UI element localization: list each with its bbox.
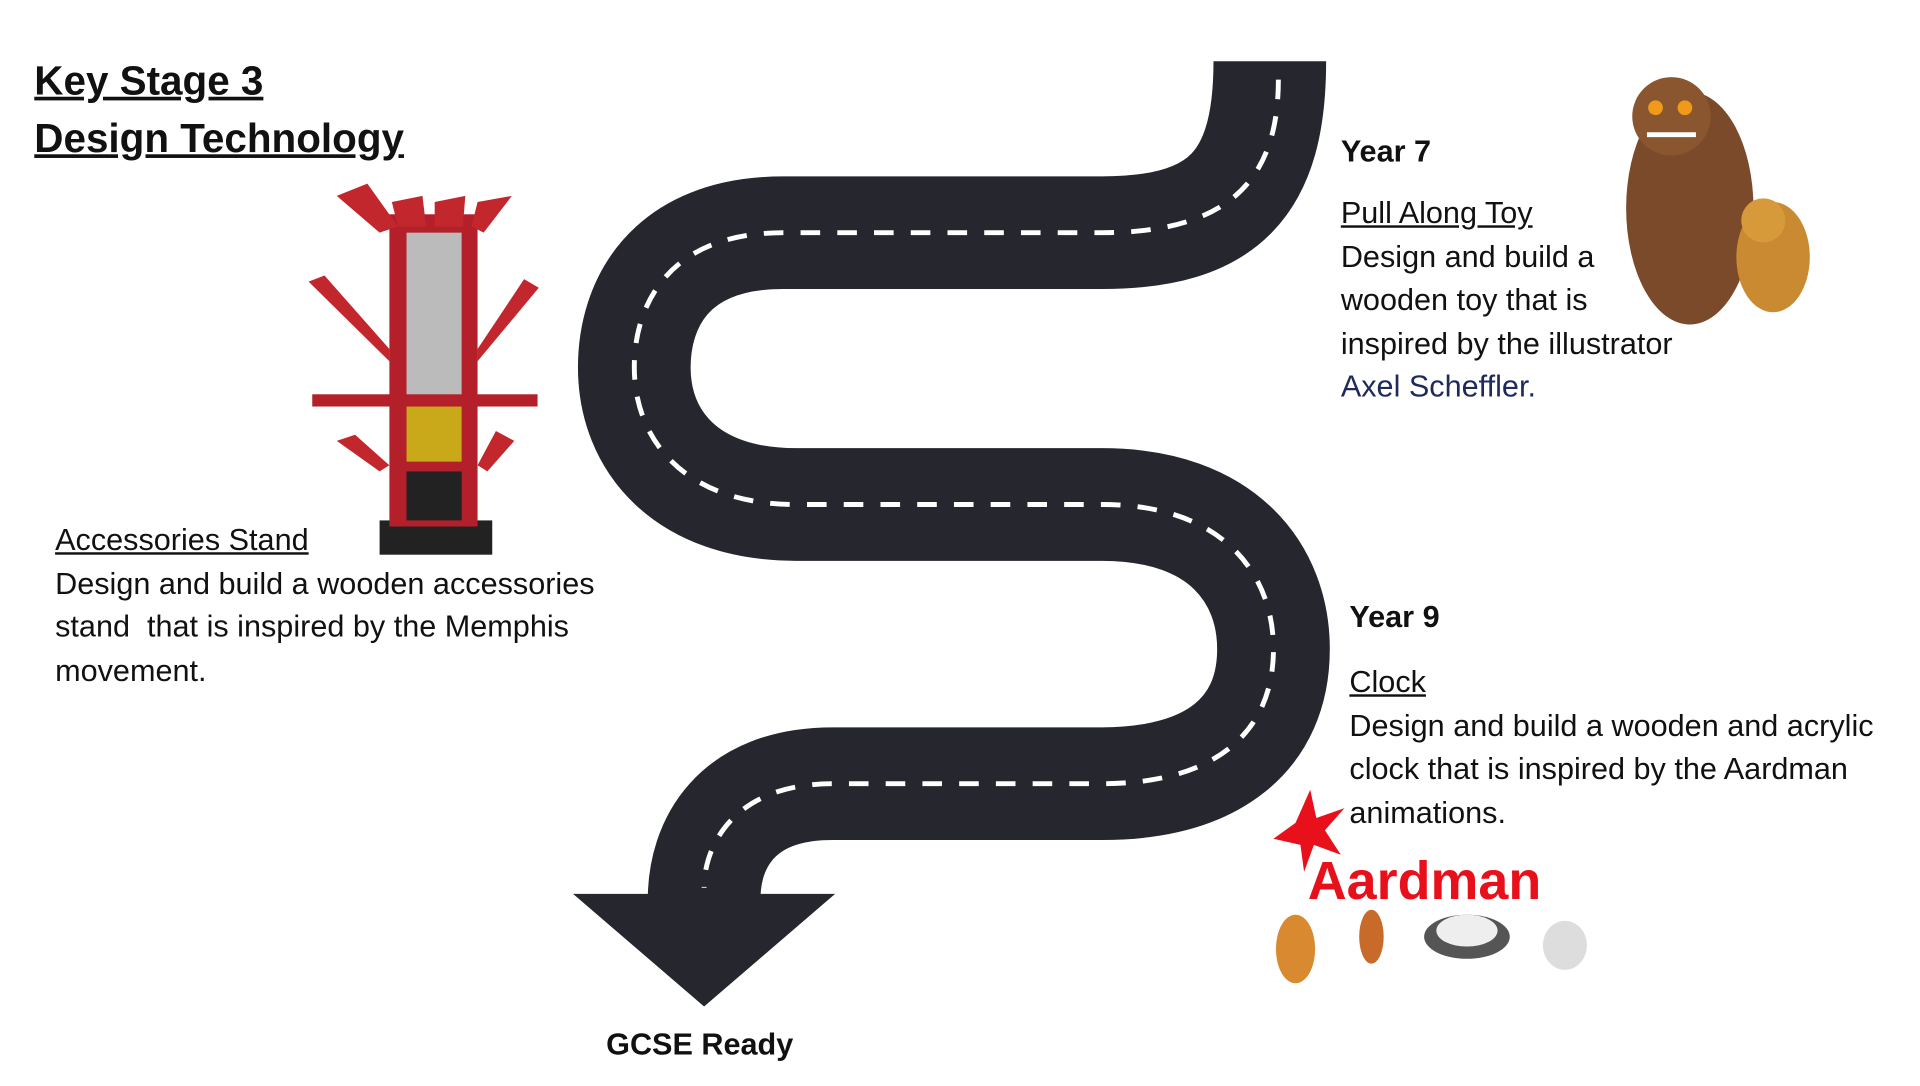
year7-heading: Year 7 — [1340, 134, 1432, 169]
page-title-line2: Design Technology — [34, 115, 404, 161]
year9-line: animations. — [1349, 795, 1506, 830]
year8-line: movement. — [55, 653, 207, 688]
winding-road — [577, 60, 1330, 903]
year9-line: Design and build a wooden and acrylic — [1349, 708, 1874, 743]
aardman-logo: Aardman — [1273, 789, 1587, 984]
gcse-ready-label: GCSE Ready — [606, 1027, 794, 1062]
star-icon — [1273, 789, 1345, 872]
year9-project-title: Clock — [1349, 664, 1426, 700]
aardman-logo-text: Aardman — [1308, 851, 1541, 911]
year8-description: Accessories Stand Design and build a woo… — [55, 519, 594, 693]
year7-line: wooden toy that is — [1340, 282, 1588, 318]
year7-illustrator-name: Axel Scheffler. — [1340, 369, 1536, 405]
year7-line: inspired by the illustrator — [1340, 326, 1673, 361]
year8-line: Design and build a wooden accessories — [55, 566, 595, 601]
year8-line: stand that is inspired by the Memphis — [55, 609, 569, 645]
year7-description: Pull Along Toy Design and build a wooden… — [1341, 192, 1673, 409]
gruffalo-illustration — [1626, 77, 1810, 325]
year7-project-title: Pull Along Toy — [1340, 195, 1533, 231]
year9-heading: Year 9 — [1349, 600, 1440, 635]
arrow-head — [573, 893, 836, 1007]
page-title-line1: Key Stage 3 — [34, 57, 264, 103]
year8-project-title: Accessories Stand — [55, 522, 309, 558]
memphis-stand-image — [308, 183, 539, 555]
year9-description: Clock Design and build a wooden and acry… — [1349, 661, 1873, 835]
year7-line: Design and build a — [1340, 239, 1595, 274]
year9-line: clock that is inspired by the Aardman — [1349, 751, 1848, 787]
